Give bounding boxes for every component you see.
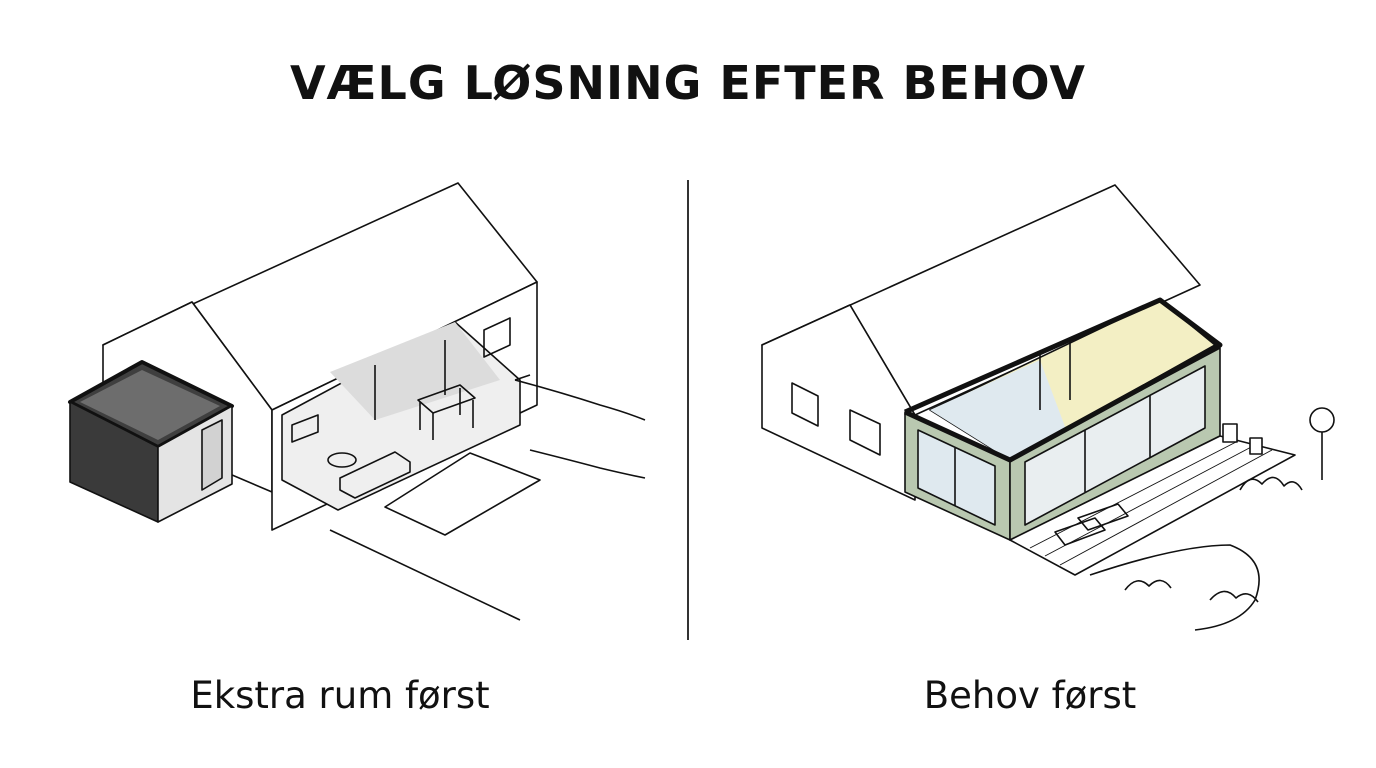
right-glass-front <box>918 430 995 525</box>
right-extension-outline <box>905 300 1220 460</box>
left-house-sofa <box>340 452 410 498</box>
left-house-window <box>484 318 510 357</box>
left-house-table <box>328 453 356 467</box>
right-house-window-2 <box>850 410 880 455</box>
right-caption: Behov først <box>923 674 1137 717</box>
right-garden-bushes <box>1125 477 1302 602</box>
right-planter <box>1223 424 1237 442</box>
section-divider <box>687 180 689 640</box>
left-house-dining-table <box>418 385 475 413</box>
right-house-window-1 <box>792 383 818 426</box>
right-deck <box>1010 436 1295 575</box>
right-house-illustration <box>762 185 1334 630</box>
left-terrace <box>385 453 540 535</box>
right-lounger-2 <box>1078 504 1128 530</box>
page-title: VÆLG LØSNING EFTER BEHOV <box>290 56 1086 110</box>
left-caption: Ekstra rum først <box>190 674 490 717</box>
left-house-illustration <box>70 183 645 620</box>
right-tree <box>1310 408 1334 432</box>
left-house-tv <box>292 415 318 442</box>
right-glass-side <box>1025 366 1205 525</box>
